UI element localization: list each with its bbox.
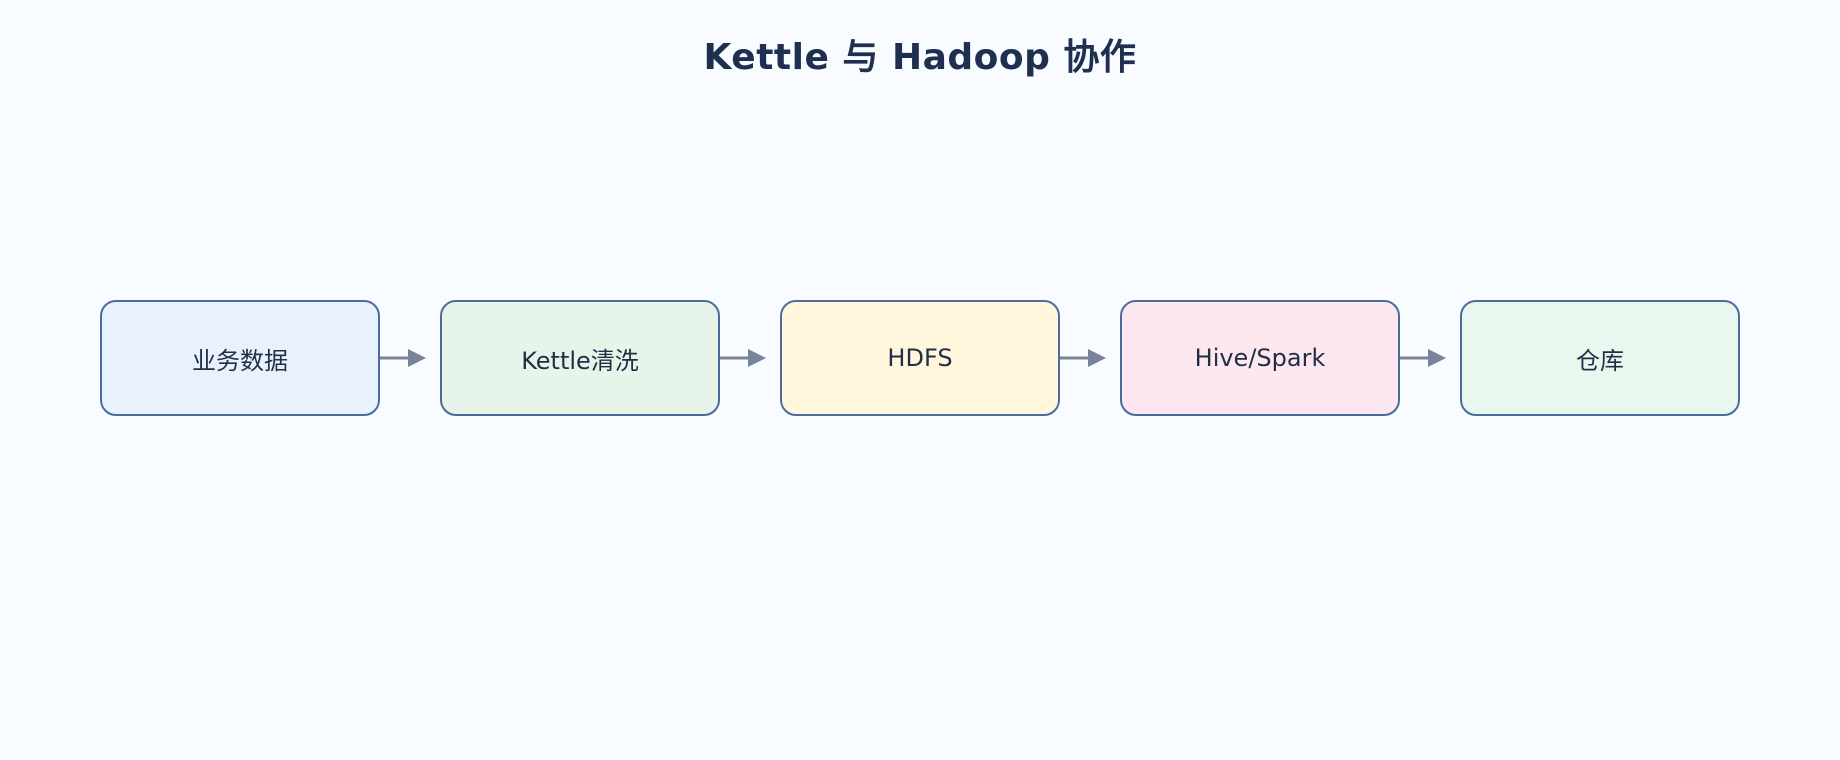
node-label: Hive/Spark	[1194, 344, 1326, 372]
arrow-right-icon	[1060, 349, 1106, 367]
node-label: 业务数据	[192, 346, 288, 375]
node-warehouse: 仓库	[1460, 300, 1740, 416]
node-kettle-clean: Kettle清洗	[440, 300, 720, 416]
node-hdfs: HDFS	[780, 300, 1060, 416]
arrow-right-icon	[380, 349, 426, 367]
node-label: HDFS	[887, 344, 953, 372]
arrow-right-icon	[720, 349, 766, 367]
node-hive-spark: Hive/Spark	[1120, 300, 1400, 416]
node-label: 仓库	[1576, 346, 1624, 375]
node-label: Kettle清洗	[521, 346, 639, 375]
arrow-right-icon	[1400, 349, 1446, 367]
node-business-data: 业务数据	[100, 300, 380, 416]
diagram-title: Kettle 与 Hadoop 协作	[703, 37, 1137, 78]
